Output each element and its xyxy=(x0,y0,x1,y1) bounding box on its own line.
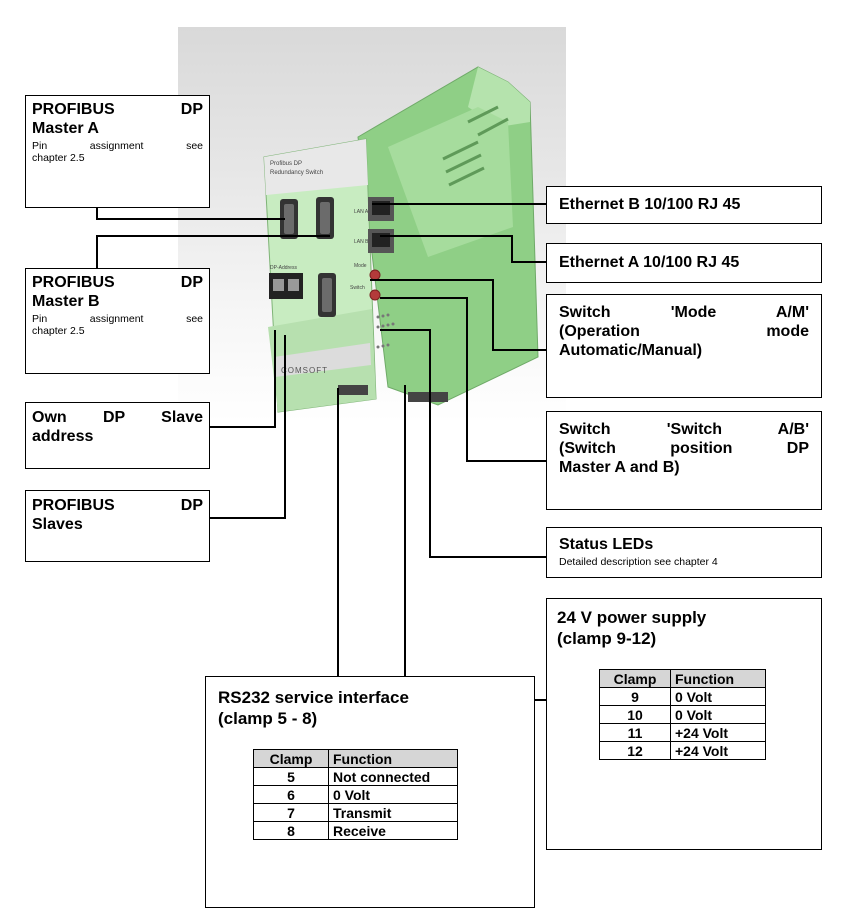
ethernet-a-port xyxy=(368,229,394,253)
mode-label: Mode xyxy=(354,263,367,269)
status-leds-title: Status LEDs xyxy=(559,536,654,553)
power-header-clamp: Clamp xyxy=(599,669,671,688)
callout-rs232: RS232 service interface (clamp 5 - 8) Cl… xyxy=(205,676,535,908)
ab-switch-line2: (Switch position DP xyxy=(559,440,809,457)
brand-logo: COMSOFT xyxy=(281,366,328,375)
power-function-cell: 0 Volt xyxy=(670,705,766,724)
dp-address-switches xyxy=(269,273,303,299)
master-b-pin-note: Pin assignment see xyxy=(32,313,203,325)
line-eth-a xyxy=(380,235,546,263)
line-master-a xyxy=(96,208,285,220)
slaves-title-line1: PROFIBUS DP xyxy=(32,497,203,514)
master-a-pin-note: Pin assignment see xyxy=(32,140,203,152)
own-slave-title-line2: address xyxy=(32,428,94,445)
dp-master-a-connector xyxy=(280,199,298,239)
slaves-title-line2: Slaves xyxy=(32,516,83,533)
ab-switch-line3: Master A and B) xyxy=(559,459,680,476)
table-row: 11+24 Volt xyxy=(599,723,766,742)
master-a-title-line1: PROFIBUS DP xyxy=(32,101,203,118)
master-b-title-line1: PROFIBUS DP xyxy=(32,274,203,291)
rs232-function-cell: Receive xyxy=(328,821,458,840)
rs232-header-function: Function xyxy=(328,749,458,768)
power-function-cell: +24 Volt xyxy=(670,723,766,742)
callout-slaves: PROFIBUS DP Slaves xyxy=(25,490,210,562)
power-function-cell: +24 Volt xyxy=(670,741,766,760)
power-function-cell: 0 Volt xyxy=(670,687,766,706)
switch-label: Switch xyxy=(350,285,365,291)
rs232-title-line1: RS232 service interface xyxy=(218,688,409,707)
switch-button xyxy=(369,289,381,301)
rs232-function-cell: 0 Volt xyxy=(328,785,458,804)
rs232-function-cell: Transmit xyxy=(328,803,458,822)
rs232-clamp-cell: 6 xyxy=(253,785,329,804)
mode-switch-line3: Automatic/Manual) xyxy=(559,342,703,359)
master-a-pin-chapter: chapter 2.5 xyxy=(32,152,85,164)
own-slave-title-line1: Own DP Slave xyxy=(32,409,203,426)
callout-mode-switch: Switch 'Mode A/M' (Operation mode Automa… xyxy=(546,294,822,398)
device-title-line2: Redundancy Switch xyxy=(270,170,323,176)
callout-eth-b: Ethernet B 10/100 RJ 45 xyxy=(546,186,822,224)
line-slaves xyxy=(209,335,286,519)
callout-status-leds: Status LEDs Detailed description see cha… xyxy=(546,527,822,578)
table-row: 12+24 Volt xyxy=(599,741,766,760)
callout-ab-switch: Switch 'Switch A/B' (Switch position DP … xyxy=(546,411,822,510)
dp-master-b-connector xyxy=(316,197,334,239)
line-power xyxy=(404,385,546,701)
master-a-title-line2: Master A xyxy=(32,120,99,137)
rs232-header-clamp: Clamp xyxy=(253,749,329,768)
callout-power-supply: 24 V power supply (clamp 9-12) Clamp Fun… xyxy=(546,598,822,850)
dp-slaves-connector xyxy=(318,273,336,317)
power-clamp-cell: 11 xyxy=(599,723,671,742)
power-clamp-cell: 9 xyxy=(599,687,671,706)
line-status-leds xyxy=(380,329,546,558)
clamp-block-power xyxy=(408,392,448,402)
eth-a-title: Ethernet A 10/100 RJ 45 xyxy=(559,254,740,271)
rs232-title-line2: (clamp 5 - 8) xyxy=(218,709,318,728)
device-title-line1: Profibus DP xyxy=(270,161,302,167)
callout-own-slave: Own DP Slave address xyxy=(25,402,210,469)
mode-switch-line1: Switch 'Mode A/M' xyxy=(559,304,809,321)
rs232-clamp-cell: 5 xyxy=(253,767,329,786)
callout-master-a: PROFIBUS DP Master A Pin assignment see … xyxy=(25,95,210,208)
power-clamp-cell: 10 xyxy=(599,705,671,724)
master-b-pin-chapter: chapter 2.5 xyxy=(32,325,85,337)
callout-master-b: PROFIBUS DP Master B Pin assignment see … xyxy=(25,268,210,374)
line-master-b xyxy=(96,235,330,268)
power-title-line2: (clamp 9-12) xyxy=(557,629,657,648)
ab-switch-line1: Switch 'Switch A/B' xyxy=(559,421,809,438)
callout-eth-a: Ethernet A 10/100 RJ 45 xyxy=(546,243,822,283)
line-mode-switch xyxy=(370,279,546,351)
clamp-block xyxy=(338,385,368,395)
rs232-function-cell: Not connected xyxy=(328,767,458,786)
dp-address-label: DP-Address xyxy=(270,265,297,271)
line-ab-switch xyxy=(380,297,546,462)
lan-b-label: LAN B xyxy=(354,239,369,245)
rs232-clamp-cell: 8 xyxy=(253,821,329,840)
rs232-clamp-cell: 7 xyxy=(253,803,329,822)
lan-a-label: LAN A xyxy=(354,209,369,215)
eth-b-title: Ethernet B 10/100 RJ 45 xyxy=(559,196,741,213)
status-leds-note: Detailed description see chapter 4 xyxy=(559,556,718,568)
power-header-function: Function xyxy=(670,669,766,688)
power-clamp-cell: 12 xyxy=(599,741,671,760)
power-title-line1: 24 V power supply xyxy=(557,608,707,627)
status-leds xyxy=(376,313,395,349)
master-b-title-line2: Master B xyxy=(32,293,100,310)
line-own-slave xyxy=(209,330,276,428)
mode-switch-line2: (Operation mode xyxy=(559,323,809,340)
